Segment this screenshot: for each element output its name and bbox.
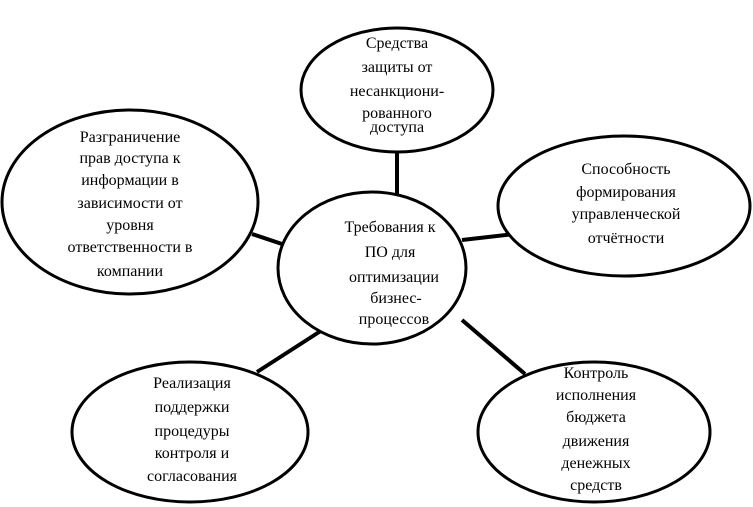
node-top-line: доступа bbox=[370, 119, 424, 136]
node-bottom-left-line: согласования bbox=[147, 468, 238, 485]
node-top-label: Средства защиты от несанкциони- рованног… bbox=[350, 35, 444, 136]
node-left-line: ответственности в bbox=[68, 239, 193, 256]
node-left-line: уровня bbox=[106, 217, 154, 234]
center-line: ПО для bbox=[365, 244, 416, 261]
node-right-line: Способность bbox=[581, 161, 670, 178]
connector-bottom-left bbox=[255, 323, 332, 374]
node-left-line: зависимости от bbox=[77, 195, 182, 212]
node-right-line: управленческой bbox=[572, 206, 681, 223]
node-left-line: компании bbox=[97, 263, 164, 280]
node-bottom-right-line: бюджета bbox=[566, 409, 626, 426]
node-top-line: рованного bbox=[362, 105, 432, 122]
node-top-line: защиты от bbox=[362, 59, 433, 76]
node-bottom-left-line: Реализация bbox=[153, 375, 231, 392]
node-left-line: Разграничение bbox=[80, 129, 180, 146]
node-right-line: формирования bbox=[576, 184, 676, 201]
connector-left bbox=[251, 232, 286, 247]
node-right-line: отчётности bbox=[588, 230, 665, 247]
node-bottom-right-line: средств bbox=[570, 477, 622, 494]
node-bottom-right-line: движения bbox=[563, 433, 630, 450]
connector-bottom-right bbox=[460, 318, 527, 376]
node-top-line: Средства bbox=[366, 35, 428, 52]
node-bottom-right-line: Контроль bbox=[564, 365, 629, 382]
center-ellipse bbox=[276, 190, 468, 346]
node-bottom-right-ellipse bbox=[476, 360, 712, 504]
node-left-label: Разграничение прав доступа к информации … bbox=[68, 129, 193, 280]
node-left-line: прав доступа к bbox=[79, 150, 180, 167]
node-right-label: Способность формирования управленческой … bbox=[572, 161, 681, 247]
node-bottom-left-label: Реализация поддержки процедуры контроля … bbox=[147, 375, 238, 485]
node-bottom-right-line: денежных bbox=[561, 455, 630, 472]
connector-right bbox=[461, 232, 515, 242]
center-line: бизнес- bbox=[370, 290, 422, 307]
center-label: Требования к ПО для оптимизации бизнес- … bbox=[344, 219, 439, 328]
center-line: Требования к bbox=[344, 219, 435, 236]
node-left-ellipse bbox=[0, 108, 260, 296]
node-bottom-right-line: исполнения bbox=[556, 387, 637, 404]
center-line: процессов bbox=[359, 311, 430, 328]
node-bottom-left-ellipse bbox=[70, 360, 310, 504]
node-bottom-left-line: поддержки bbox=[155, 399, 230, 416]
node-top-line: несанкциони- bbox=[350, 83, 444, 100]
node-bottom-left-line: контроля и bbox=[155, 445, 230, 462]
node-top-ellipse bbox=[299, 26, 495, 154]
node-bottom-left-line: процедуры bbox=[155, 423, 230, 440]
center-line: оптимизации bbox=[349, 269, 439, 286]
node-right-ellipse bbox=[496, 134, 752, 278]
node-bottom-right-label: Контроль исполнения бюджета движения ден… bbox=[556, 365, 637, 494]
node-left-line: информации в bbox=[81, 172, 179, 189]
